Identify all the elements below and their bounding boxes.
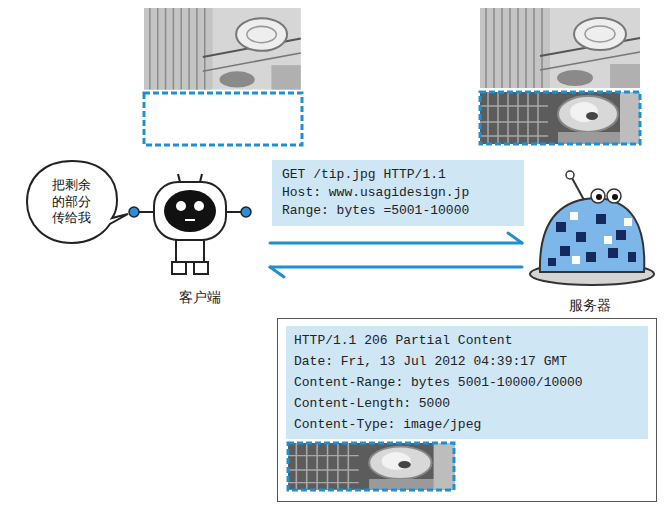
message-arrow: [270, 267, 522, 277]
http-line: GET /tip.jpg HTTP/1.1: [282, 166, 514, 184]
http-line: Content-Range: bytes 5001-10000/10000: [294, 372, 640, 393]
speech-bubble: 把剩余的部分传给我: [24, 158, 120, 246]
connector-line: [270, 266, 522, 269]
http-line: Content-Type: image/jpeg: [294, 414, 640, 435]
bubble-text: 把剩余的部分传给我: [51, 177, 94, 228]
message-arrow: [270, 233, 522, 243]
connector-line: [508, 233, 522, 243]
client-robot: [129, 174, 251, 274]
http-line: Content-Length: 5000: [294, 393, 640, 414]
role-label: 服务器: [569, 296, 611, 314]
bubble-path: [27, 161, 128, 243]
partial-image: [144, 8, 302, 145]
response-box: HTTP/1.1 206 Partial ContentDate: Fri, 1…: [277, 318, 657, 502]
server-node: 服务器: [522, 166, 658, 314]
http-line: Date: Fri, 13 Jul 2012 04:39:17 GMT: [294, 351, 640, 372]
role-label: 客户端: [179, 288, 221, 306]
full-image: [480, 8, 640, 144]
http-line: Host: www.usagidesign.jp: [282, 184, 514, 202]
header-band: HTTP/1.1 206 Partial ContentDate: Fri, 1…: [286, 326, 648, 439]
client-node: 客户端: [130, 166, 270, 306]
image-fragment: [288, 443, 454, 490]
connector-line: [270, 267, 284, 277]
request-box: GET /tip.jpg HTTP/1.1Host: www.usagidesi…: [272, 160, 524, 226]
server-robot: [530, 171, 654, 285]
connector-line: [270, 242, 522, 245]
http-line: HTTP/1.1 206 Partial Content: [294, 330, 640, 351]
http-line: Range: bytes =5001-10000: [282, 202, 514, 220]
